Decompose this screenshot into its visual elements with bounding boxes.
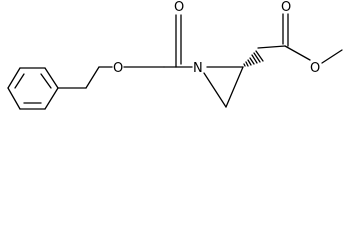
carbamate-carbonyl-oxygen-label: O	[174, 0, 184, 15]
hash-mark	[247, 59, 252, 66]
hash-mark	[251, 54, 258, 64]
o-methyl-bond	[321, 49, 343, 64]
hash-mark	[243, 63, 246, 67]
hash-mark	[253, 52, 261, 63]
benzene-bond-1	[7, 67, 21, 89]
benzene-bond-3	[44, 67, 59, 89]
aziridine-n-c3-bond	[203, 72, 227, 108]
benzene-bond-4	[44, 87, 59, 110]
benzene-inner-bond-2	[40, 73, 52, 89]
stereo-hashed-bond	[243, 50, 264, 67]
ring-nitrogen-label: N	[193, 61, 203, 76]
benzene-bond-6	[7, 87, 21, 110]
hash-mark	[249, 57, 255, 65]
ch2-up-bond	[85, 66, 100, 89]
ester-c-c2-bond	[257, 45, 286, 49]
hash-mark	[245, 61, 249, 67]
hash-mark	[255, 50, 264, 62]
molecule-canvas: O O N O	[7, 0, 343, 110]
aziridine-c3-c2-bond	[225, 66, 244, 108]
ester-c-o-bond	[284, 45, 311, 61]
aziridine-ring	[203, 66, 244, 108]
ester-carbonyl-oxygen-label: O	[281, 0, 291, 15]
ester-oxygen-label: O	[310, 61, 320, 76]
benzene-ring	[7, 67, 59, 110]
carbamate-ester-oxygen-label: O	[113, 61, 123, 76]
chemical-structure: O O N O	[7, 0, 343, 110]
benzene-inner-bond-1	[14, 73, 25, 89]
